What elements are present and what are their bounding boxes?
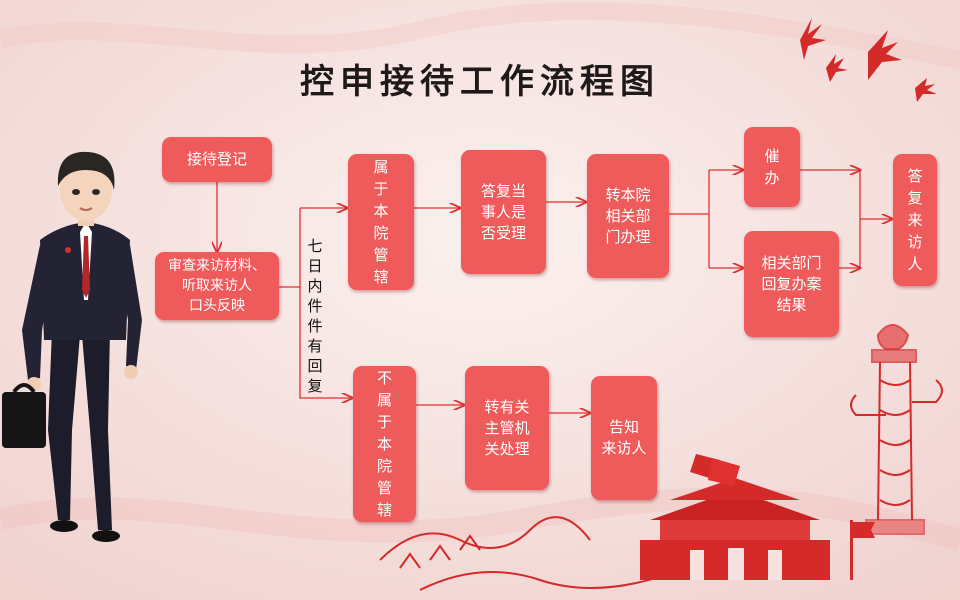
node-dept-reply: 相关部门 回复办案 结果 — [744, 231, 839, 337]
node-transfer-dept: 转本院 相关部 门办理 — [587, 154, 669, 278]
tiananmen-icon — [640, 454, 830, 580]
man-figure-icon — [2, 151, 142, 542]
branch-line — [278, 208, 301, 288]
huabiao-pillar-icon — [850, 324, 943, 535]
node-review: 审查来访材料、 听取来访人 口头反映 — [155, 252, 279, 320]
node-answer: 答 复 来 访 人 — [893, 154, 937, 286]
node-in-scope: 属 于 本 院 管 辖 — [348, 154, 414, 290]
branch-line-lower — [299, 287, 352, 398]
flag-icon — [850, 520, 875, 580]
node-transfer-org: 转有关 主管机 关处理 — [465, 366, 549, 490]
node-urge: 催 办 — [744, 127, 800, 207]
node-reply-accept: 答复当 事人是 否受理 — [461, 150, 546, 274]
landmark-icon — [379, 516, 681, 591]
node-register: 接待登记 — [162, 137, 272, 182]
reply-deadline-label: 七 日 内 件 件 有 回 复 — [307, 237, 323, 395]
page-title: 控申接待工作流程图 — [300, 62, 660, 102]
node-notify: 告知 来访人 — [591, 376, 657, 500]
node-out-scope: 不 属 于 本 院 管 辖 — [353, 366, 416, 522]
bird-icon — [800, 18, 937, 102]
